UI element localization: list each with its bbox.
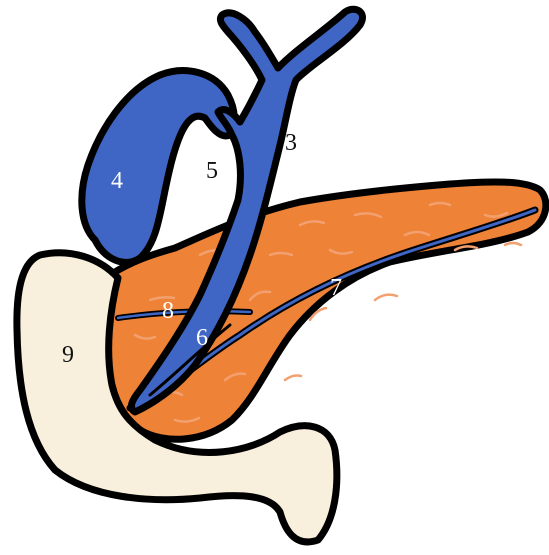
- label-6: 6: [196, 325, 208, 351]
- label-7: 7: [330, 275, 342, 301]
- label-8: 8: [162, 298, 174, 324]
- label-4: 4: [111, 168, 123, 194]
- label-3: 3: [285, 130, 297, 156]
- label-5: 5: [206, 158, 218, 184]
- label-9: 9: [62, 342, 74, 368]
